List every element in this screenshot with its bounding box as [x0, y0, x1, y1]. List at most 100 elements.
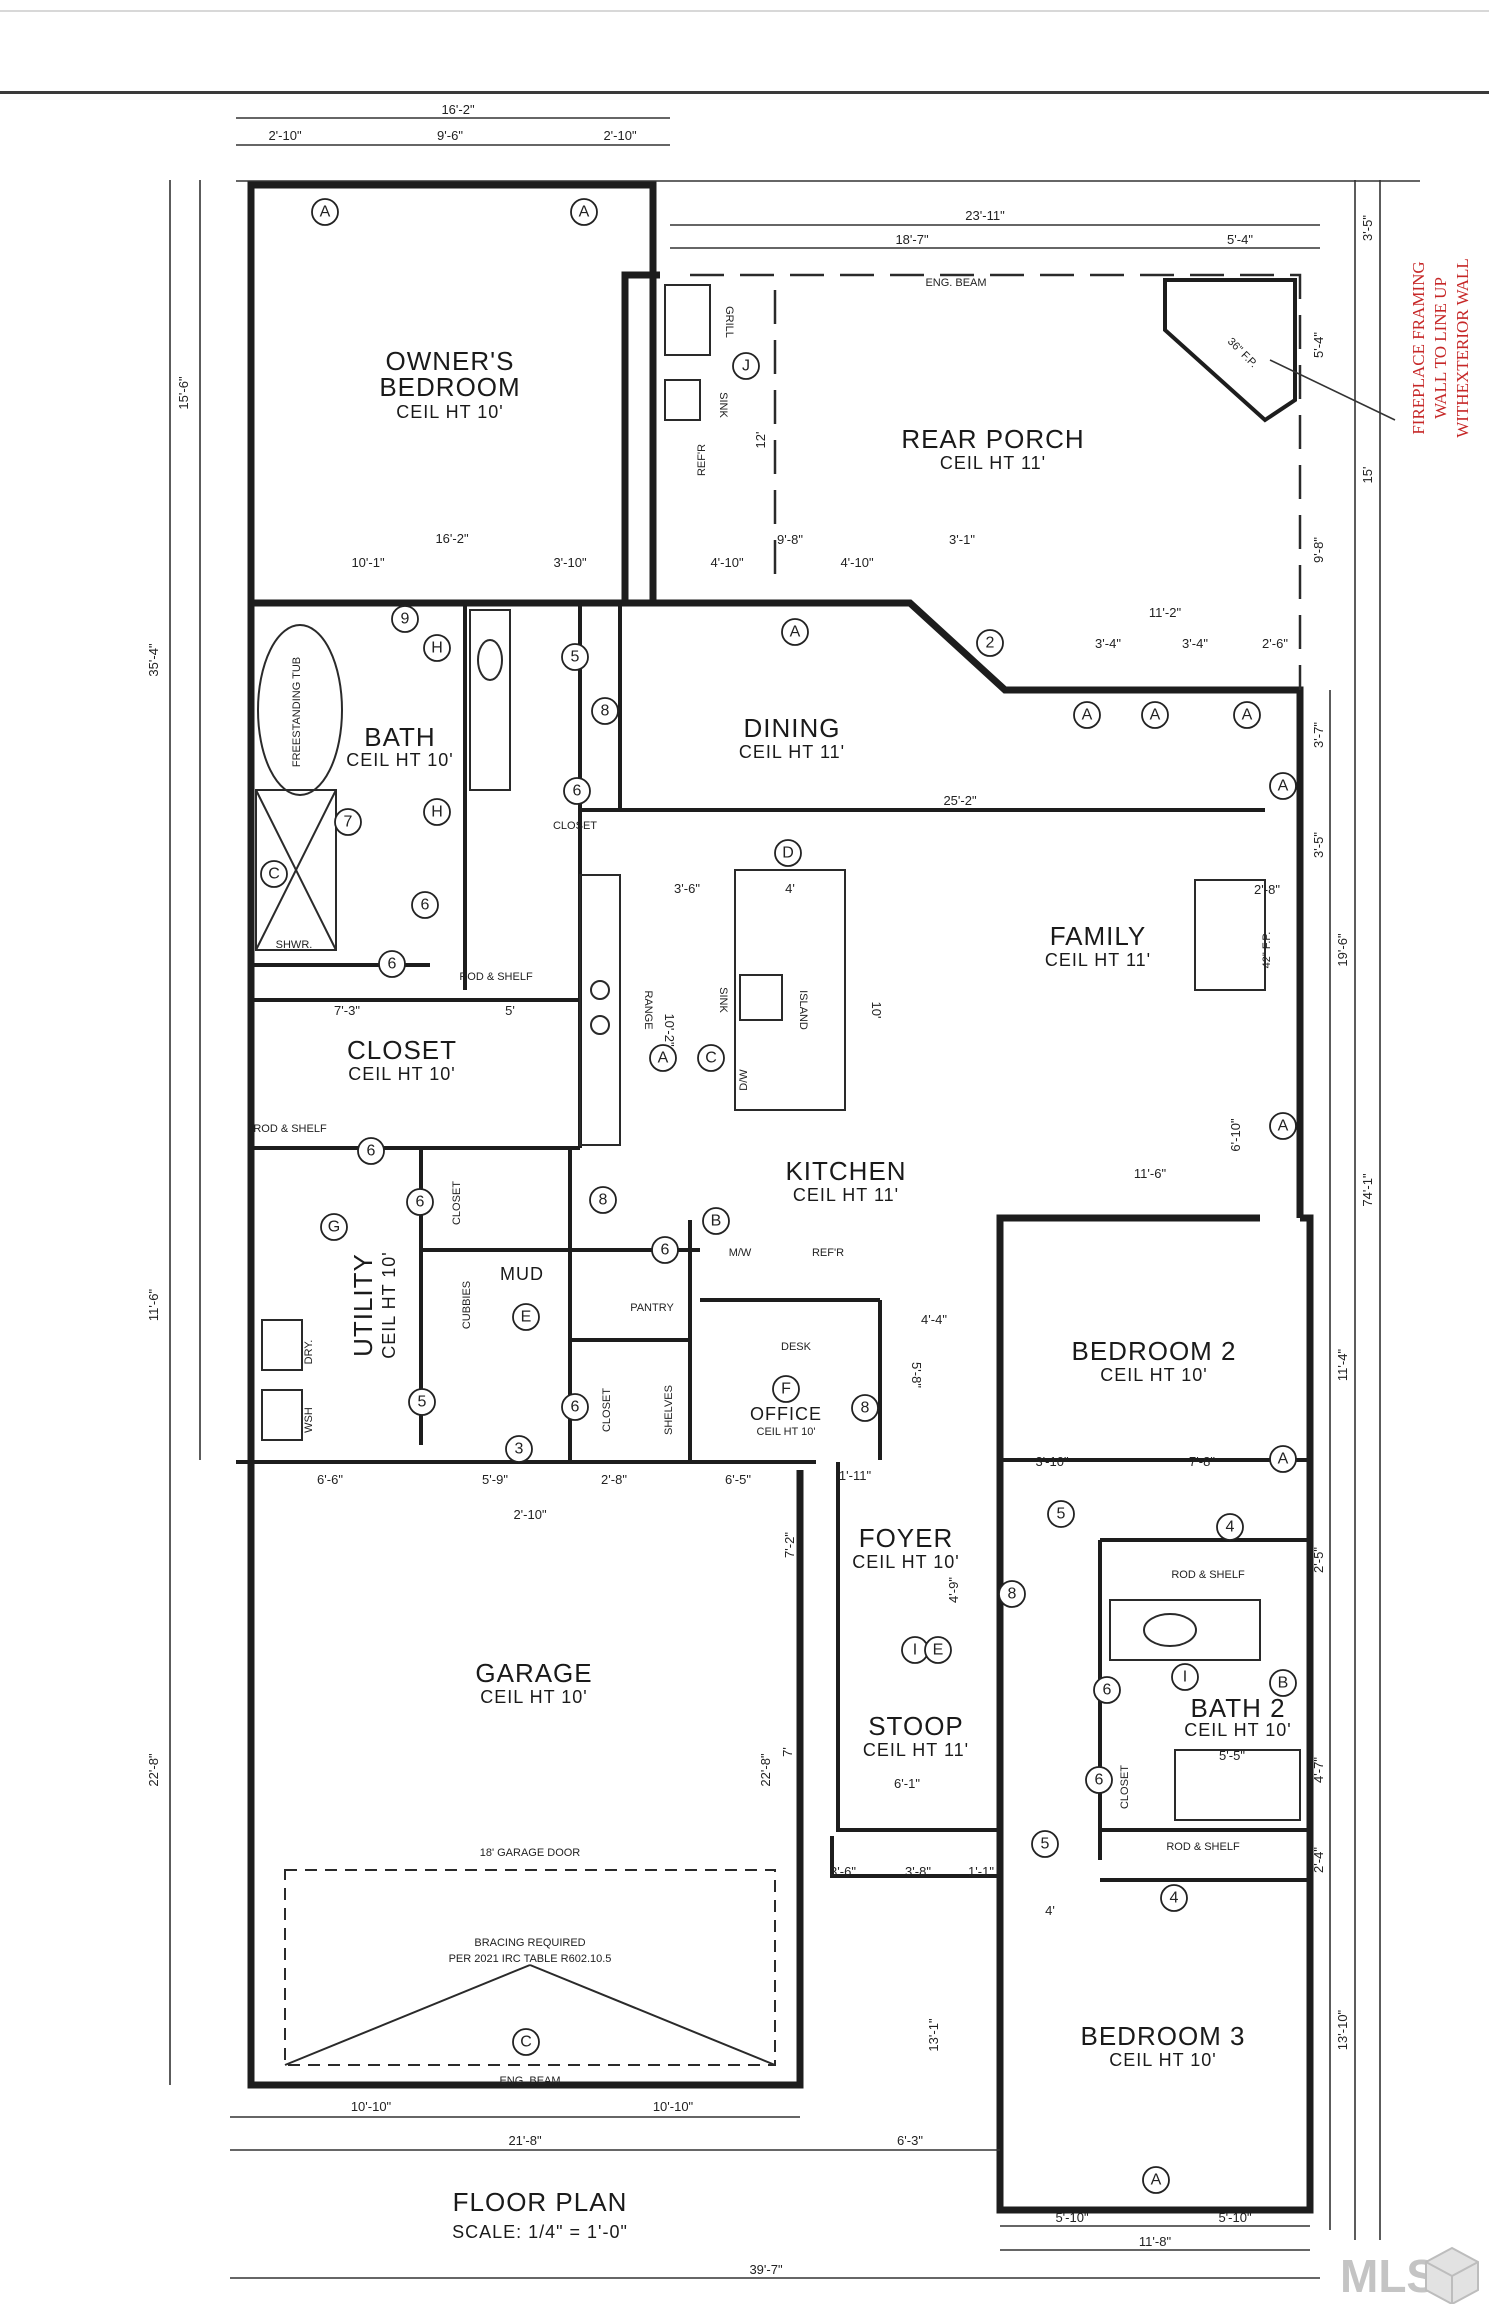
fireplace-note: FIREPLACE FRAMING WALL TO LINE UP WITHEX… [1409, 258, 1472, 438]
tag-i-1: I [1171, 1663, 1199, 1691]
porch-fireplace [1163, 278, 1297, 423]
svg-text:6: 6 [367, 1143, 376, 1160]
rear-porch-outline [690, 273, 1302, 690]
label-garage-door: 18' GARAGE DOOR [480, 1847, 581, 1859]
svg-text:8: 8 [1008, 1586, 1017, 1603]
dim-int-14: 4' [785, 881, 795, 896]
svg-text:I: I [1183, 1669, 1187, 1686]
label-refr-porch: REF'R [696, 444, 708, 476]
dim-int-33: 5'-8" [909, 1362, 924, 1388]
dim-right-g: 74'-1" [1360, 1173, 1375, 1207]
dim-top-c: 2'-10" [603, 128, 637, 143]
ceil-bedroom3: CEIL HT 10' [1109, 2050, 1216, 2070]
ceil-foyer: CEIL HT 10' [852, 1552, 959, 1572]
shower-x2 [255, 789, 337, 951]
svg-text:8: 8 [599, 1192, 608, 1209]
svg-text:5: 5 [418, 1394, 427, 1411]
svg-text:A: A [1082, 707, 1093, 724]
tag-7: 7 [334, 808, 362, 836]
room-owners-line1: OWNER'S [386, 346, 515, 376]
label-range: RANGE [642, 990, 654, 1029]
label-grill: GRILL [723, 306, 735, 338]
tag-e-2: E [924, 1636, 952, 1664]
dimension-lines [169, 117, 1420, 2279]
svg-text:A: A [1151, 2172, 1162, 2189]
label-mud: MUD [500, 1264, 544, 1284]
dim-int-13: 3'-6" [674, 881, 700, 896]
dim-int-43: 2'-8" [1254, 882, 1280, 897]
dim-right-h: 11'-4" [1335, 1349, 1350, 1382]
svg-text:6: 6 [421, 897, 430, 914]
wall-garage [247, 1460, 804, 2089]
svg-text:B: B [711, 1213, 722, 1230]
label-eng-beam-1: ENG. BEAM [925, 277, 986, 289]
dim-right-f: 19'-6" [1335, 933, 1350, 967]
dim-int-8: 11'-2" [1149, 605, 1182, 620]
room-foyer: FOYER [859, 1523, 954, 1553]
header-rule [0, 91, 1489, 94]
tag-5-4: 5 [1031, 1830, 1059, 1858]
label-dw: D/W [738, 1069, 750, 1091]
svg-text:A: A [579, 204, 590, 221]
label-desk: DESK [781, 1341, 812, 1353]
tag-f: F [772, 1375, 800, 1403]
svg-text:3: 3 [515, 1441, 524, 1458]
svg-text:6: 6 [573, 783, 582, 800]
ceil-bedroom2: CEIL HT 10' [1100, 1365, 1207, 1385]
tag-b-2: B [1269, 1669, 1297, 1697]
label-rod-shelf-2: ROD & SHELF [253, 1123, 327, 1135]
dim-left-a: 15'-6" [176, 376, 191, 410]
ceil-dining: CEIL HT 11' [739, 742, 845, 762]
tag-6-9: 6 [1085, 1766, 1113, 1794]
freestanding-tub [257, 624, 343, 796]
svg-text:6: 6 [388, 956, 397, 973]
dim-int-15: 10'-2" [662, 1013, 677, 1047]
svg-text:6: 6 [571, 1399, 580, 1416]
wall-foyer [836, 1462, 1000, 1832]
tag-9: 9 [391, 605, 419, 633]
ceil-closet: CEIL HT 10' [348, 1064, 455, 1084]
svg-text:A: A [320, 204, 331, 221]
bath2-sink [1143, 1613, 1197, 1647]
note-line-2: WALL TO LINE UP [1431, 277, 1450, 419]
tag-a-4: A [1073, 701, 1101, 729]
svg-text:5: 5 [1057, 1506, 1066, 1523]
label-closet-3: CLOSET [451, 1181, 463, 1225]
tag-a-10: A [1269, 1445, 1297, 1473]
outdoor-sink [664, 379, 701, 421]
dim-int-47: 4'-7" [1311, 1757, 1326, 1783]
label-bracing-2: PER 2021 IRC TABLE R602.10.5 [449, 1953, 612, 1965]
svg-text:A: A [1278, 778, 1289, 795]
svg-text:A: A [1242, 707, 1253, 724]
dim-int-7: 9'-8" [777, 532, 803, 547]
dim-int-42: 3'-5" [1311, 832, 1326, 858]
tag-3: 3 [505, 1435, 533, 1463]
dim-int-6: 3'-1" [949, 532, 975, 547]
ceil-office: CEIL HT 10' [757, 1426, 816, 1438]
label-closet-4: CLOSET [1119, 1765, 1131, 1809]
washer [261, 1389, 303, 1441]
dimension-texts: 16'-2" 2'-10" 9'-6" 2'-10" 23'-11" 18'-7… [146, 102, 1375, 2277]
tag-6-6: 6 [651, 1236, 679, 1264]
wall-dining-family [625, 599, 1304, 1218]
tag-e: E [512, 1303, 540, 1331]
svg-text:J: J [742, 358, 750, 375]
tag-8-1: 8 [591, 697, 619, 725]
label-dry: DRY. [303, 1340, 315, 1365]
ceil-garage: CEIL HT 10' [480, 1687, 587, 1707]
dim-left-d: 22'-8" [146, 1753, 161, 1787]
room-kitchen: KITCHEN [785, 1156, 906, 1186]
dim-right-c: 15' [1360, 467, 1375, 484]
dim-top-e: 18'-7" [895, 232, 929, 247]
dim-int-22: 2'-10" [513, 1507, 547, 1522]
wall-stoop [830, 1836, 1000, 1878]
tag-8-2: 8 [589, 1186, 617, 1214]
svg-text:H: H [431, 804, 443, 821]
room-bath2: BATH 2 [1190, 1693, 1285, 1723]
tag-c-1: C [260, 860, 288, 888]
dim-int-38: 3'-8" [905, 1864, 931, 1879]
dim-bottom-e: 5'-10" [1055, 2210, 1089, 2225]
dim-top-f: 5'-4" [1227, 232, 1253, 247]
label-bracing-1: BRACING REQUIRED [474, 1937, 585, 1949]
svg-text:6: 6 [661, 1242, 670, 1259]
